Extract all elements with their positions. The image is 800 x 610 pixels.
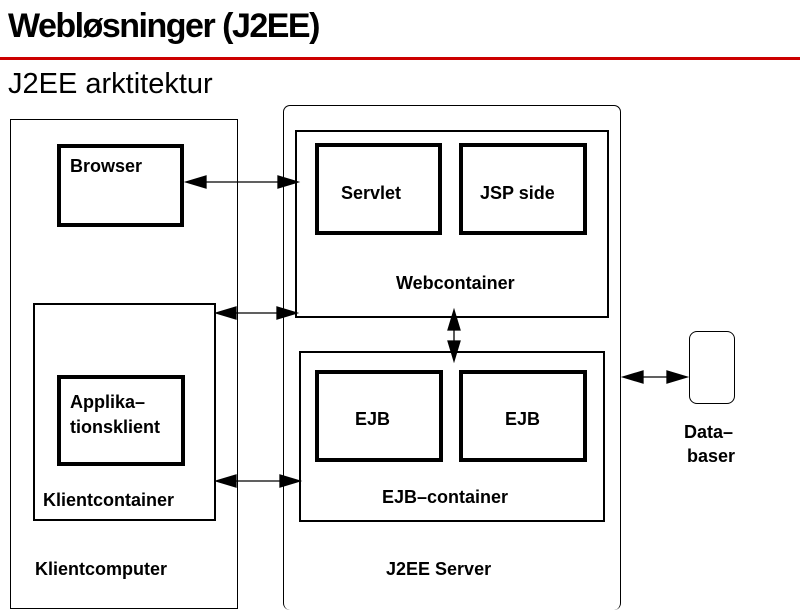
servlet-box [315,143,442,235]
j2ee-server-label: J2EE Server [386,559,492,579]
jsp-page-label: JSP side [480,183,555,203]
title-divider [0,57,800,60]
ejb-1-label: EJB [355,409,391,429]
browser-label: Browser [70,156,143,176]
browser-box [57,144,184,227]
jsp-page-box [459,143,587,235]
double-arrow-icon [213,474,303,488]
ejb-1-box [315,370,443,462]
j2ee-server-box [283,105,621,610]
application-client-label-line2: tionsklient [70,417,161,437]
double-arrow-icon [620,370,690,384]
ejb-2-label: EJB [505,409,541,429]
ejb-2-box [459,370,587,462]
ejb-container-label: EJB–container [382,487,509,507]
database-icon [689,331,735,404]
double-arrow-icon [447,307,461,364]
databases-label-line1: Data– [684,422,734,442]
client-computer-label: Klientcomputer [35,559,168,579]
application-client-label-line1: Applika– [70,392,146,412]
double-arrow-icon [183,175,301,189]
application-client-box [57,375,185,466]
client-container-box [33,303,216,521]
slide-title: Webløsninger (J2EE) [8,7,320,45]
web-container-label: Webcontainer [396,273,515,293]
databases-label-line2: baser [687,446,736,466]
double-arrow-icon [213,306,300,320]
client-container-label: Klientcontainer [43,490,175,510]
slide-subtitle: J2EE arktitektur [8,68,213,100]
servlet-label: Servlet [341,183,402,203]
